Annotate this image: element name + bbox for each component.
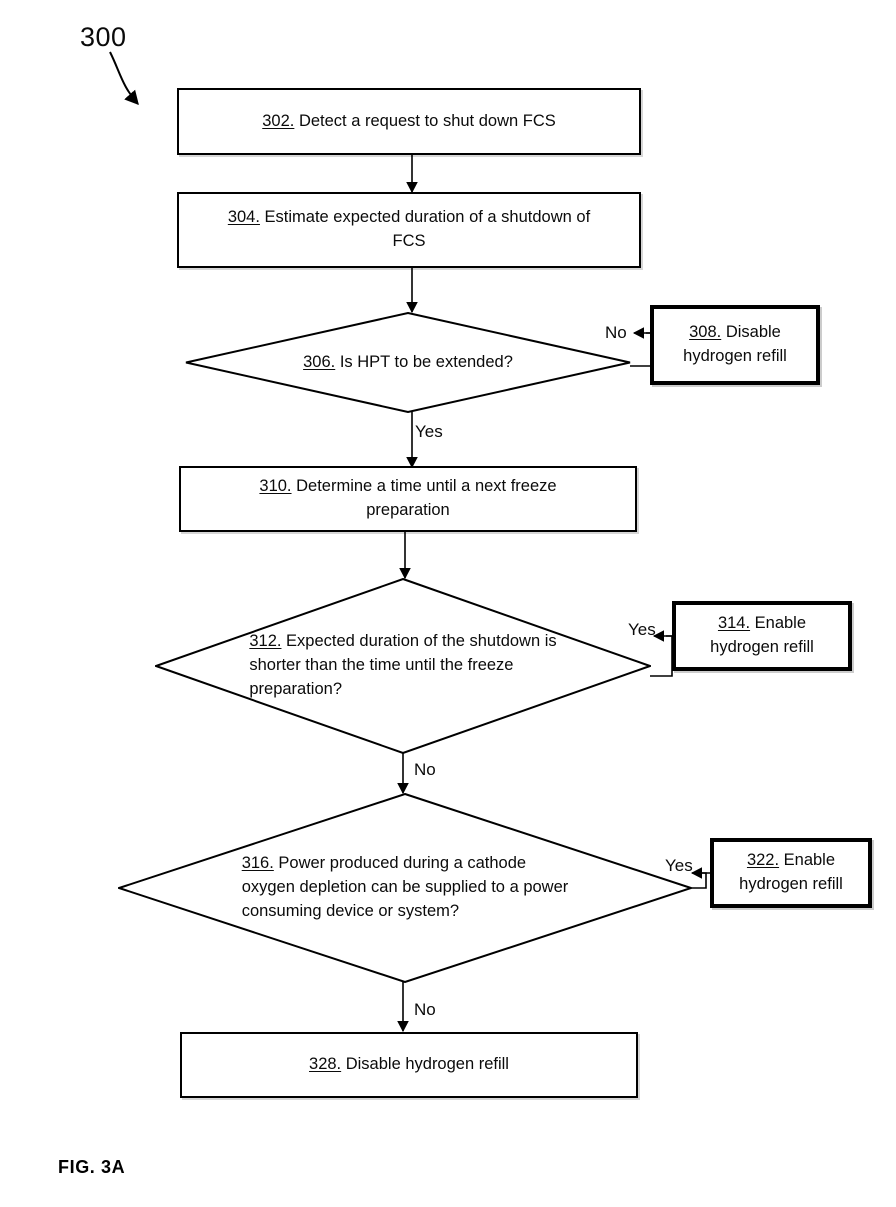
node-304-number: 304. bbox=[227, 208, 260, 227]
node-308-text: 308. Disable hydrogen refill bbox=[669, 321, 801, 369]
node-314-text: 314. Enable hydrogen refill bbox=[696, 612, 828, 660]
node-302-text: 302. Detect a request to shut down FCS bbox=[248, 110, 570, 134]
node-306-number: 306. bbox=[303, 352, 336, 371]
node-306-shape bbox=[185, 312, 631, 413]
node-314-label: Enable hydrogen refill bbox=[710, 614, 814, 656]
figure-reference-numeral: 300 bbox=[80, 22, 127, 52]
node-328-number: 328. bbox=[309, 1055, 342, 1074]
node-308[interactable]: 308. Disable hydrogen refill bbox=[650, 305, 820, 385]
figure-caption: FIG. 3A bbox=[58, 1157, 126, 1177]
node-316-label: Power produced during a cathode oxygen d… bbox=[241, 854, 569, 920]
node-312-number: 312. bbox=[249, 632, 282, 651]
node-322-number: 322. bbox=[746, 851, 780, 870]
edge-label-306-310: Yes bbox=[415, 422, 443, 441]
node-322-label: Enable hydrogen refill bbox=[739, 851, 843, 893]
node-306[interactable]: 306. Is HPT to be extended? bbox=[185, 312, 631, 413]
node-308-label: Disable hydrogen refill bbox=[683, 323, 787, 365]
edge-306-308-line bbox=[630, 332, 653, 367]
node-314[interactable]: 314. Enable hydrogen refill bbox=[672, 601, 852, 671]
node-310-number: 310. bbox=[259, 477, 292, 496]
node-302-label: Detect a request to shut down FCS bbox=[294, 111, 556, 130]
node-306-label: Is HPT to be extended? bbox=[335, 352, 513, 371]
node-328-label: Disable hydrogen refill bbox=[341, 1055, 509, 1074]
node-328-text: 328. Disable hydrogen refill bbox=[295, 1053, 523, 1077]
edge-label-312-314: Yes bbox=[628, 620, 656, 639]
node-316-shape bbox=[118, 793, 692, 983]
edge-label-316-322: Yes bbox=[665, 856, 693, 875]
node-304[interactable]: 304. Estimate expected duration of a shu… bbox=[177, 192, 641, 268]
edge-label-312-316: No bbox=[414, 760, 436, 779]
node-310-label: Determine a time until a next freeze pre… bbox=[296, 477, 557, 519]
node-306-text: 306. Is HPT to be extended? bbox=[293, 351, 523, 375]
node-312-shape bbox=[155, 578, 651, 754]
node-302-number: 302. bbox=[262, 111, 295, 130]
node-308-number: 308. bbox=[689, 323, 722, 342]
edge-312-314-line bbox=[650, 635, 673, 677]
node-312-label: Expected duration of the shutdown is sho… bbox=[249, 632, 557, 698]
node-328[interactable]: 328. Disable hydrogen refill bbox=[180, 1032, 638, 1098]
node-322-text: 322. Enable hydrogen refill bbox=[725, 849, 857, 897]
edge-label-316-328: No bbox=[414, 1000, 436, 1019]
node-304-text: 304. Estimate expected duration of a shu… bbox=[214, 206, 604, 254]
node-316-number: 316. bbox=[241, 854, 274, 873]
node-304-label: Estimate expected duration of a shutdown… bbox=[264, 208, 591, 250]
node-316[interactable]: 316. Power produced during a cathode oxy… bbox=[118, 793, 692, 983]
edge-label-306-308: No bbox=[605, 323, 627, 342]
edge-316-322-line bbox=[692, 872, 707, 889]
node-312[interactable]: 312. Expected duration of the shutdown i… bbox=[155, 578, 651, 754]
node-310-text: 310. Determine a time until a next freez… bbox=[245, 475, 570, 523]
node-312-text: 312. Expected duration of the shutdown i… bbox=[239, 630, 566, 702]
node-322[interactable]: 322. Enable hydrogen refill bbox=[710, 838, 872, 908]
node-310[interactable]: 310. Determine a time until a next freez… bbox=[179, 466, 637, 532]
leader-arrow-300 bbox=[109, 51, 139, 105]
node-302[interactable]: 302. Detect a request to shut down FCS bbox=[177, 88, 641, 155]
node-314-number: 314. bbox=[717, 614, 751, 633]
node-316-text: 316. Power produced during a cathode oxy… bbox=[232, 852, 579, 924]
